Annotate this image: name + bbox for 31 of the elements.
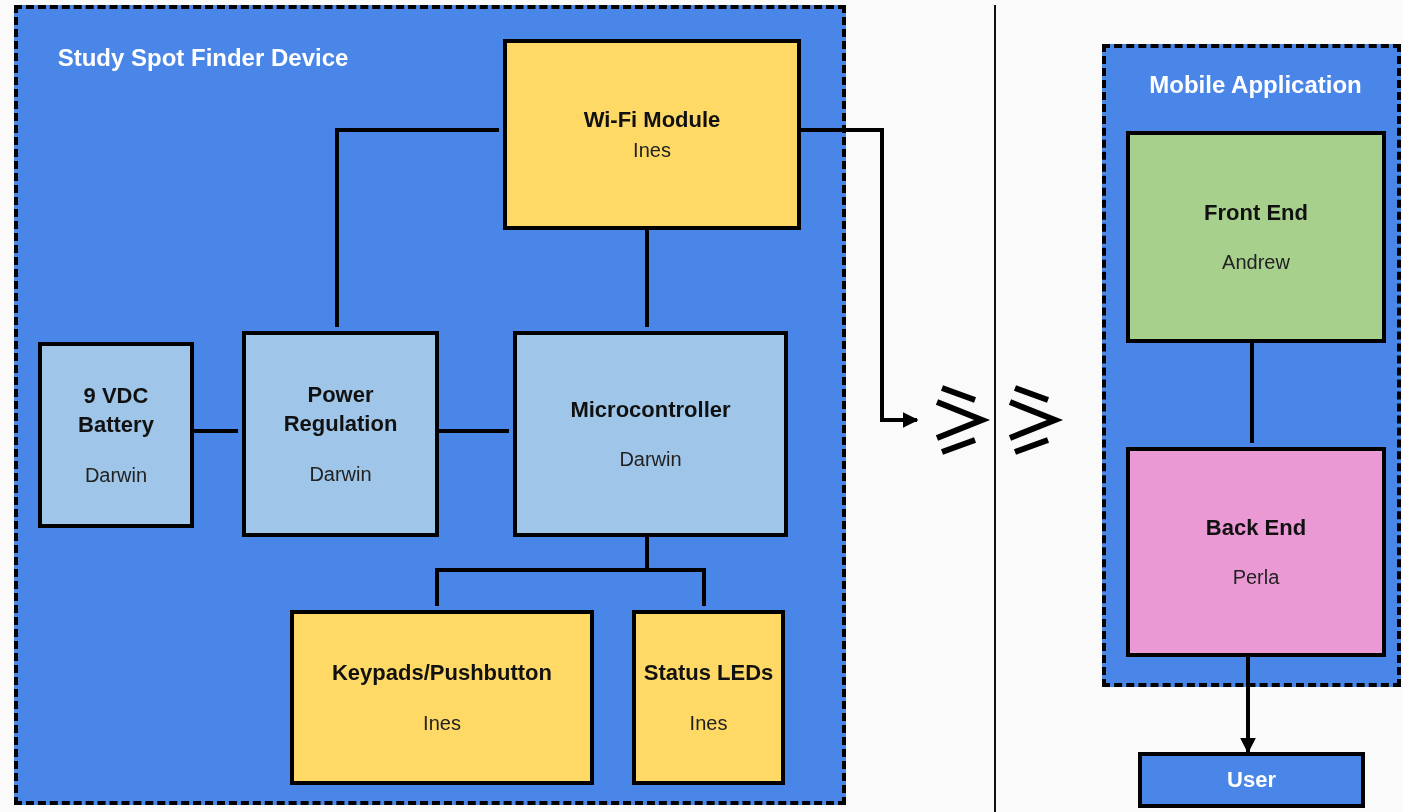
owner-name: Ines [633,137,671,163]
owner-name: Darwin [309,461,372,487]
component-box [632,610,785,785]
owner-name: Darwin [619,447,682,473]
owner-name: Ines [423,710,461,736]
component-box [513,331,788,537]
component-name: 9 VDC Battery [77,382,155,439]
component-name: Status LEDs [643,659,774,688]
component-box [1126,131,1386,343]
component-name: Back End [1205,513,1307,542]
owner-name: Ines [689,710,728,736]
component-name: Wi-Fi Module [583,106,721,135]
group-title: Mobile Application [1148,70,1363,100]
component-box [1126,447,1386,657]
component-name: Microcontroller [570,395,731,424]
owner-name: Darwin [84,462,148,488]
owner-name: Andrew [1222,250,1290,276]
connector-line [335,128,499,327]
group-title: Study Spot Finder Device [56,43,350,73]
user-box [1138,752,1365,808]
component-box [290,610,594,785]
component-box [242,331,439,537]
component-name: Front End [1204,198,1308,227]
component-name: User [1227,765,1276,794]
owner-name: Perla [1232,565,1280,591]
group-container [1102,44,1401,687]
component-box [38,342,194,528]
group-container [14,5,846,805]
component-name: Keypads/Pushbutton [332,659,552,688]
component-name: Power Regulation [282,381,399,438]
module-box [503,39,801,230]
